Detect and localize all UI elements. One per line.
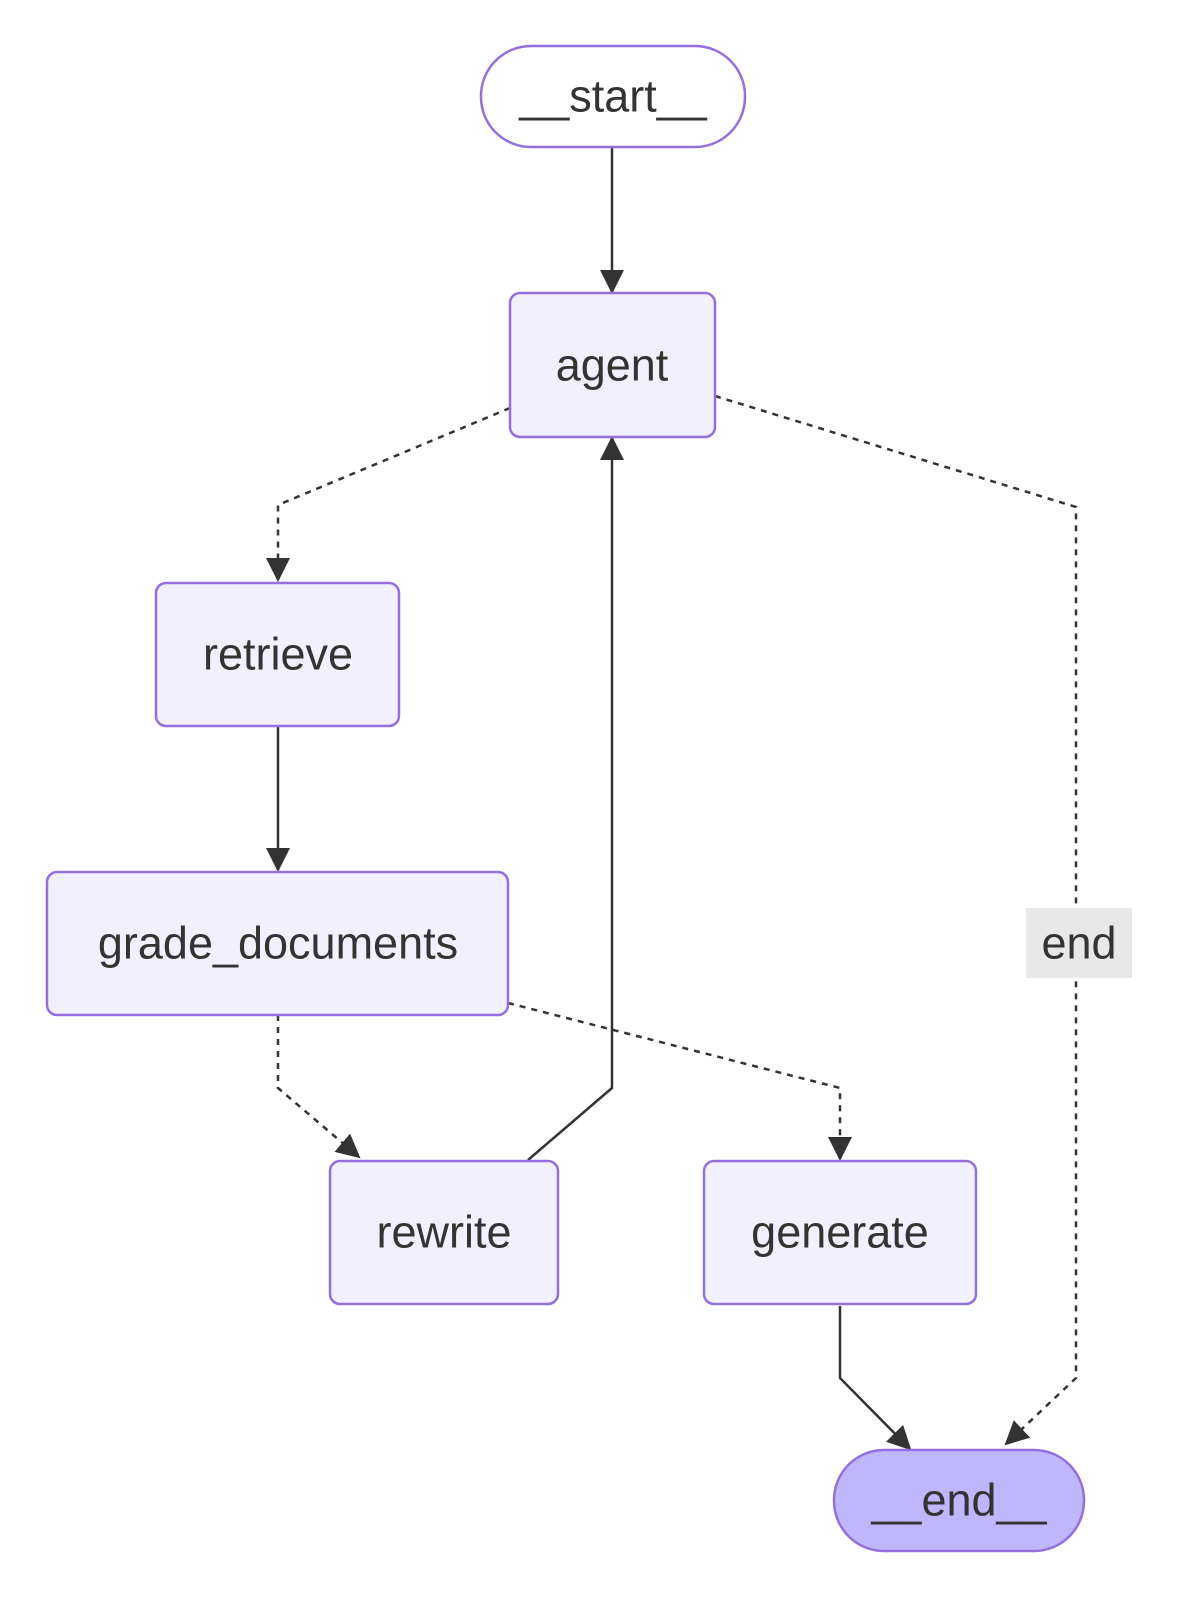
node-agent-label: agent — [556, 340, 669, 391]
node-rewrite[interactable]: rewrite — [328, 1159, 560, 1306]
node-grade-documents-shape — [45, 870, 510, 1017]
edge-agent-to-retrieve — [266, 406, 511, 582]
node-agent-shape — [508, 291, 717, 439]
node-rewrite-label: rewrite — [376, 1207, 511, 1258]
node-agent[interactable]: agent — [508, 291, 717, 439]
node-grade-documents[interactable]: grade_documents — [45, 870, 510, 1017]
node-retrieve-shape — [154, 581, 401, 728]
edge-grade-documents-to-rewrite — [276, 1015, 361, 1159]
edge-label-end: end — [1026, 908, 1132, 978]
node-generate[interactable]: generate — [702, 1159, 978, 1306]
edge-generate-to-end — [838, 1306, 912, 1451]
edge-rewrite-to-agent — [527, 436, 624, 1161]
node-grade-documents-label: grade_documents — [98, 918, 458, 969]
node-end-shape — [832, 1448, 1086, 1553]
node-generate-label: generate — [751, 1207, 929, 1258]
node-start-shape — [479, 44, 747, 149]
edge-label-end-background — [1026, 908, 1132, 978]
edge-label-end-text: end — [1041, 918, 1116, 969]
node-end-label: __end__ — [870, 1475, 1047, 1526]
node-rewrite-shape — [328, 1159, 560, 1306]
node-retrieve[interactable]: retrieve — [154, 581, 401, 728]
edge-agent-to-end — [714, 394, 1078, 1446]
node-start-label: __start__ — [518, 71, 708, 122]
node-retrieve-label: retrieve — [203, 629, 353, 680]
node-start[interactable]: __start__ — [479, 44, 747, 149]
node-generate-shape — [702, 1159, 978, 1306]
node-end[interactable]: __end__ — [832, 1448, 1086, 1553]
